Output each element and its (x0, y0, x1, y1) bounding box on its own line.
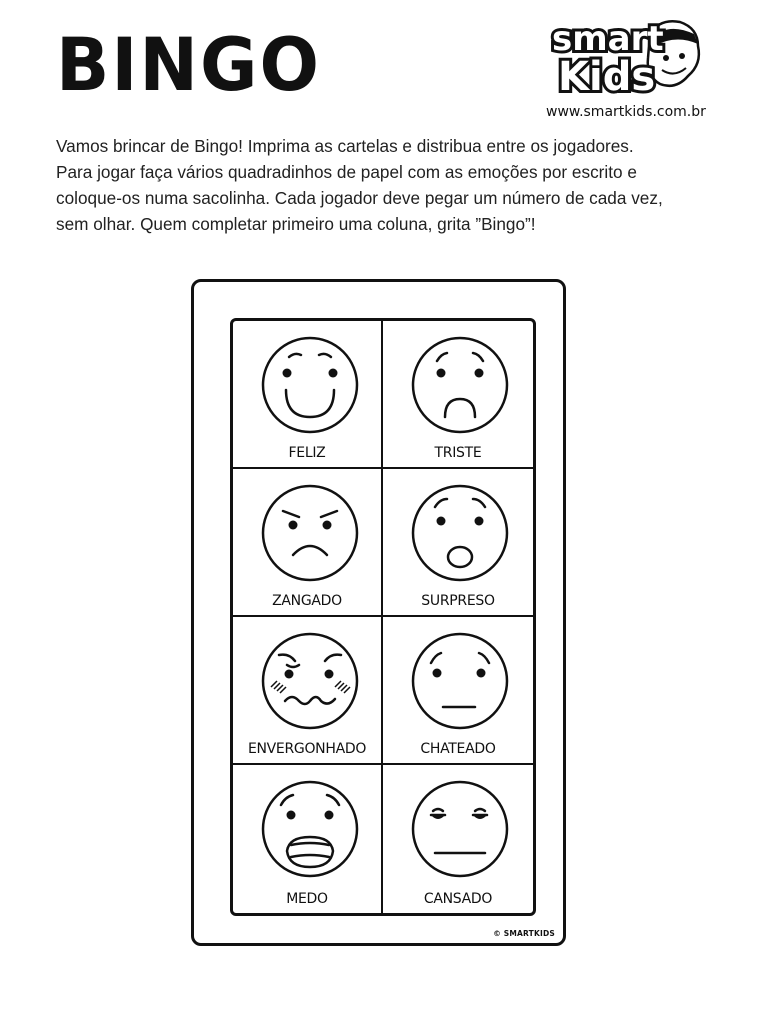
instruction-line: Vamos brincar de Bingo! Imprima as carte… (56, 136, 634, 156)
bingo-cell-surpreso: SURPRESO (383, 469, 533, 617)
cell-label: CANSADO (423, 891, 493, 907)
cell-label: TRISTE (434, 445, 482, 461)
sad-face-icon (411, 336, 509, 434)
bingo-grid: FELIZ TRISTE ZANGA (230, 318, 536, 916)
cell-label: MEDO (286, 891, 328, 907)
bingo-cell-feliz: FELIZ (233, 321, 383, 469)
upset-face-icon (411, 632, 509, 730)
happy-face-icon (261, 336, 359, 434)
copyright-text: © SMARTKIDS (493, 929, 555, 938)
instruction-line: Para jogar faça vários quadradinhos de p… (56, 162, 637, 182)
scared-face-icon (261, 780, 359, 878)
bingo-cell-envergonhado: ENVERGONHADO (233, 617, 383, 765)
cell-label: CHATEADO (420, 741, 496, 757)
cell-label: ENVERGONHADO (247, 741, 367, 757)
svg-text:Kids: Kids (558, 54, 655, 100)
bingo-cell-zangado: ZANGADO (233, 469, 383, 617)
bingo-cell-cansado: CANSADO (383, 765, 533, 913)
instructions-text: Vamos brincar de Bingo! Imprima as carte… (56, 133, 736, 237)
site-url: www.smartkids.com.br (546, 104, 706, 120)
page-title: BINGO (56, 21, 321, 109)
bingo-cell-triste: TRISTE (383, 321, 533, 469)
instruction-line: sem olhar. Quem completar primeiro uma c… (56, 214, 536, 234)
angry-face-icon (261, 484, 359, 582)
instruction-line: coloque-os numa sacolinha. Cada jogador … (56, 188, 663, 208)
tired-face-icon (411, 780, 509, 878)
embarrassed-face-icon (261, 632, 359, 730)
cell-label: FELIZ (288, 445, 326, 461)
bingo-card: FELIZ TRISTE ZANGA (191, 279, 566, 946)
bingo-cell-medo: MEDO (233, 765, 383, 913)
surprised-face-icon (411, 484, 509, 582)
bingo-cell-chateado: CHATEADO (383, 617, 533, 765)
cell-label: ZANGADO (272, 593, 342, 609)
svg-text:smart: smart (552, 19, 664, 59)
smartkids-logo: smart Kids (549, 16, 701, 100)
cell-label: SURPRESO (421, 593, 495, 609)
